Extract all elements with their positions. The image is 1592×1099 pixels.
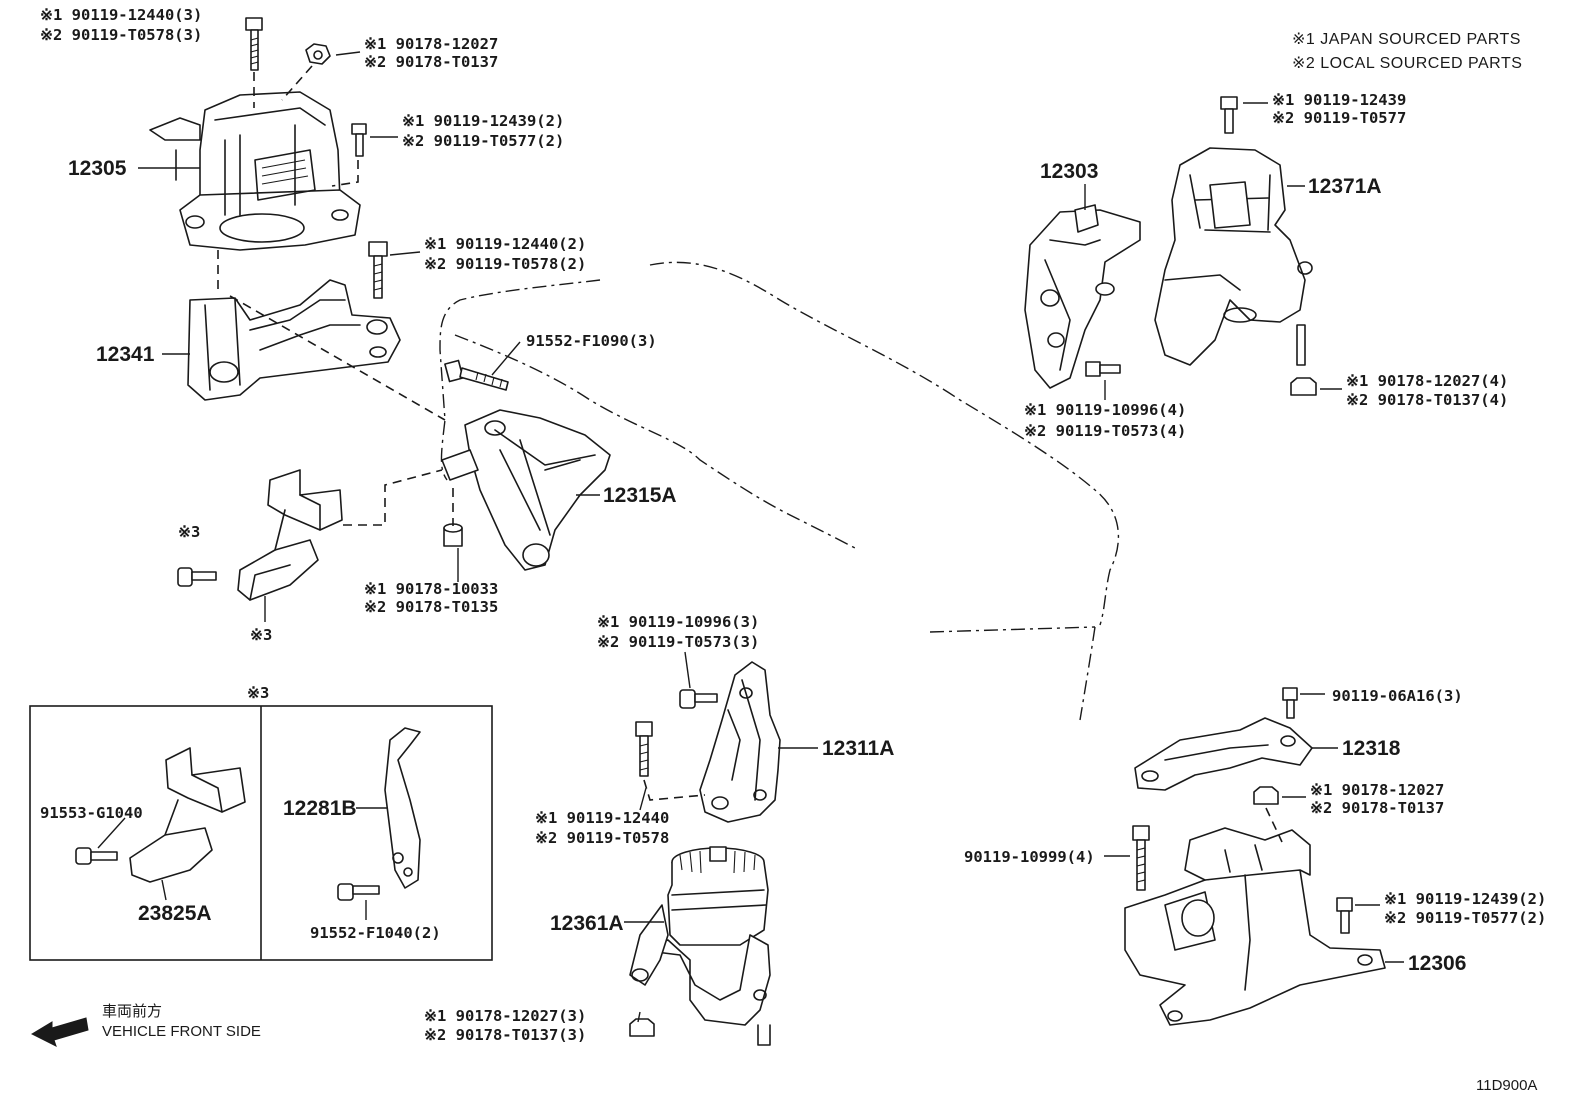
note3-label-bolt: ※3 bbox=[178, 523, 200, 541]
bolt-90119-12440-icon bbox=[245, 17, 263, 71]
fastener-label[interactable]: ※1 90119-12439 bbox=[1272, 91, 1406, 109]
bolt-90119-12439-right-icon bbox=[1336, 897, 1353, 934]
note3-inset-box bbox=[29, 705, 493, 961]
part-label-12361A[interactable]: 12361A bbox=[550, 912, 624, 935]
part-23825A-illustration bbox=[129, 747, 246, 883]
legend-local-sourced: ※2 LOCAL SOURCED PARTS bbox=[1292, 55, 1522, 72]
fastener-label[interactable]: ※2 90178-T0137(4) bbox=[1346, 391, 1508, 409]
note3-label-bracket: ※3 bbox=[250, 626, 272, 644]
part-12371A-illustration bbox=[1154, 147, 1313, 366]
part-label-12281B[interactable]: 12281B bbox=[283, 797, 357, 820]
fastener-label[interactable]: 91553-G1040 bbox=[40, 804, 143, 822]
bolt-91552-F1040-icon bbox=[337, 883, 380, 901]
fastener-label[interactable]: ※1 90178-10033 bbox=[364, 580, 498, 598]
part-label-12318[interactable]: 12318 bbox=[1342, 737, 1401, 760]
part-12311A-illustration bbox=[699, 661, 781, 823]
bolt-90119-10996-3-icon bbox=[679, 689, 718, 709]
legend-japan-sourced: ※1 JAPAN SOURCED PARTS bbox=[1292, 31, 1521, 48]
vehicle-front-en: VEHICLE FRONT SIDE bbox=[102, 1023, 261, 1040]
fastener-label[interactable]: ※1 90119-12440 bbox=[535, 809, 669, 827]
part-label-12315A[interactable]: 12315A bbox=[603, 484, 677, 507]
part-12281B-illustration bbox=[384, 727, 421, 889]
vehicle-front-arrow-icon bbox=[30, 1017, 89, 1047]
part-12305-illustration bbox=[149, 91, 361, 251]
fastener-label[interactable]: ※1 90119-10996(3) bbox=[597, 613, 759, 631]
part-label-12371A[interactable]: 12371A bbox=[1308, 175, 1382, 198]
bolt-90119-10996-4-icon bbox=[1085, 361, 1121, 377]
fastener-label[interactable]: ※1 90178-12027(4) bbox=[1346, 372, 1508, 390]
part-12303-illustration bbox=[1024, 204, 1141, 389]
fastener-label[interactable]: ※2 90178-T0137 bbox=[1310, 799, 1444, 817]
part-label-12341[interactable]: 12341 bbox=[96, 343, 155, 366]
engine-outline bbox=[439, 261, 1120, 721]
fastener-label[interactable]: ※1 90119-12439(2) bbox=[402, 112, 564, 130]
part-12318-illustration bbox=[1134, 717, 1313, 791]
fastener-label[interactable]: 90119-10999(4) bbox=[964, 848, 1095, 866]
fastener-label[interactable]: ※1 90119-10996(4) bbox=[1024, 401, 1186, 419]
fastener-label[interactable]: ※2 90119-T0577(2) bbox=[1384, 909, 1546, 927]
fastener-label[interactable]: ※2 90178-T0137 bbox=[364, 53, 498, 71]
bolt-90119-12440-center-icon bbox=[635, 721, 653, 777]
fastener-label[interactable]: ※1 90178-12027 bbox=[1310, 781, 1444, 799]
fastener-label[interactable]: 91552-F1090(3) bbox=[526, 332, 657, 350]
fastener-label[interactable]: ※2 90119-T0573(4) bbox=[1024, 422, 1186, 440]
bolt-90119-10999-icon bbox=[1132, 825, 1150, 891]
fastener-label[interactable]: 91552-F1040(2) bbox=[310, 924, 441, 942]
part-12341-illustration bbox=[187, 279, 401, 401]
part-12361A-illustration bbox=[629, 846, 771, 1046]
part-label-12305[interactable]: 12305 bbox=[68, 157, 127, 180]
vehicle-front-jp: 車両前方 bbox=[102, 1003, 162, 1020]
leader-lines bbox=[97, 51, 1404, 1023]
fastener-label[interactable]: ※2 90119-T0573(3) bbox=[597, 633, 759, 651]
bolt-91552-F1090-icon bbox=[444, 359, 509, 391]
part-12315A-illustration bbox=[441, 409, 611, 571]
nut-90178-12027-3-icon bbox=[629, 1018, 655, 1037]
bracket-note3-illustration bbox=[237, 469, 343, 601]
part-label-12306[interactable]: 12306 bbox=[1408, 952, 1466, 975]
nut-90178-12027-right-icon bbox=[1253, 786, 1279, 805]
bolt-90119-12439-top-icon bbox=[1220, 96, 1238, 134]
figure-code: 11D900A bbox=[1476, 1077, 1537, 1094]
fastener-label[interactable]: ※2 90178-T0135 bbox=[364, 598, 498, 616]
fastener-label[interactable]: ※1 90119-12439(2) bbox=[1384, 890, 1546, 908]
fastener-label[interactable]: ※2 90119-T0578(2) bbox=[424, 255, 586, 273]
bolt-note3-icon bbox=[177, 567, 217, 587]
fastener-label[interactable]: ※1 90119-12440(2) bbox=[424, 235, 586, 253]
note3-label-inset: ※3 bbox=[247, 684, 269, 702]
bolt-90119-12440-2-icon bbox=[368, 241, 388, 299]
fastener-label[interactable]: ※2 90119-T0577(2) bbox=[402, 132, 564, 150]
nut-90178-10033-icon bbox=[443, 523, 463, 547]
part-label-12311A[interactable]: 12311A bbox=[822, 737, 894, 760]
nut-90178-12027-icon bbox=[305, 43, 331, 65]
bolt-90119-12439-icon bbox=[351, 123, 367, 157]
fastener-label[interactable]: ※1 90178-12027(3) bbox=[424, 1007, 586, 1025]
fastener-label[interactable]: ※1 90119-12440(3) bbox=[40, 6, 202, 24]
fastener-label[interactable]: 90119-06A16(3) bbox=[1332, 687, 1463, 705]
part-label-12303[interactable]: 12303 bbox=[1040, 160, 1098, 183]
nut-90178-12027-4-icon bbox=[1290, 377, 1317, 396]
bolt-91553-G1040-icon bbox=[75, 847, 118, 865]
part-12306-illustration bbox=[1124, 827, 1386, 1026]
part-label-23825A[interactable]: 23825A bbox=[138, 902, 212, 925]
fastener-label[interactable]: ※2 90119-T0578(3) bbox=[40, 26, 202, 44]
fastener-label[interactable]: ※2 90119-T0578 bbox=[535, 829, 669, 847]
fastener-label[interactable]: ※1 90178-12027 bbox=[364, 35, 498, 53]
bolt-90119-06A16-icon bbox=[1282, 687, 1298, 719]
fastener-label[interactable]: ※2 90178-T0137(3) bbox=[424, 1026, 586, 1044]
fastener-label[interactable]: ※2 90119-T0577 bbox=[1272, 109, 1406, 127]
